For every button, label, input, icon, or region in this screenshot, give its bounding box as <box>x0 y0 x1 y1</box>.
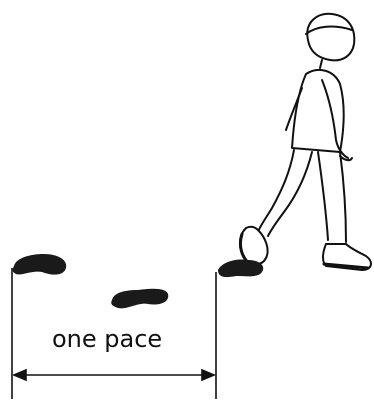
footprint-left <box>13 254 67 275</box>
footprints <box>13 254 264 308</box>
walking-child-figure <box>240 14 371 270</box>
left-arrowhead <box>14 370 26 380</box>
footprint-middle <box>111 289 168 309</box>
right-arrowhead <box>202 370 214 380</box>
child-front-leg-inner <box>340 152 346 242</box>
child-neck <box>320 60 322 68</box>
footprint-right <box>218 259 263 277</box>
child-front-leg <box>318 152 328 240</box>
child-back-leg <box>258 150 294 232</box>
pace-label: one pace <box>52 325 192 353</box>
child-hair-line <box>306 27 352 34</box>
child-head <box>307 14 354 61</box>
